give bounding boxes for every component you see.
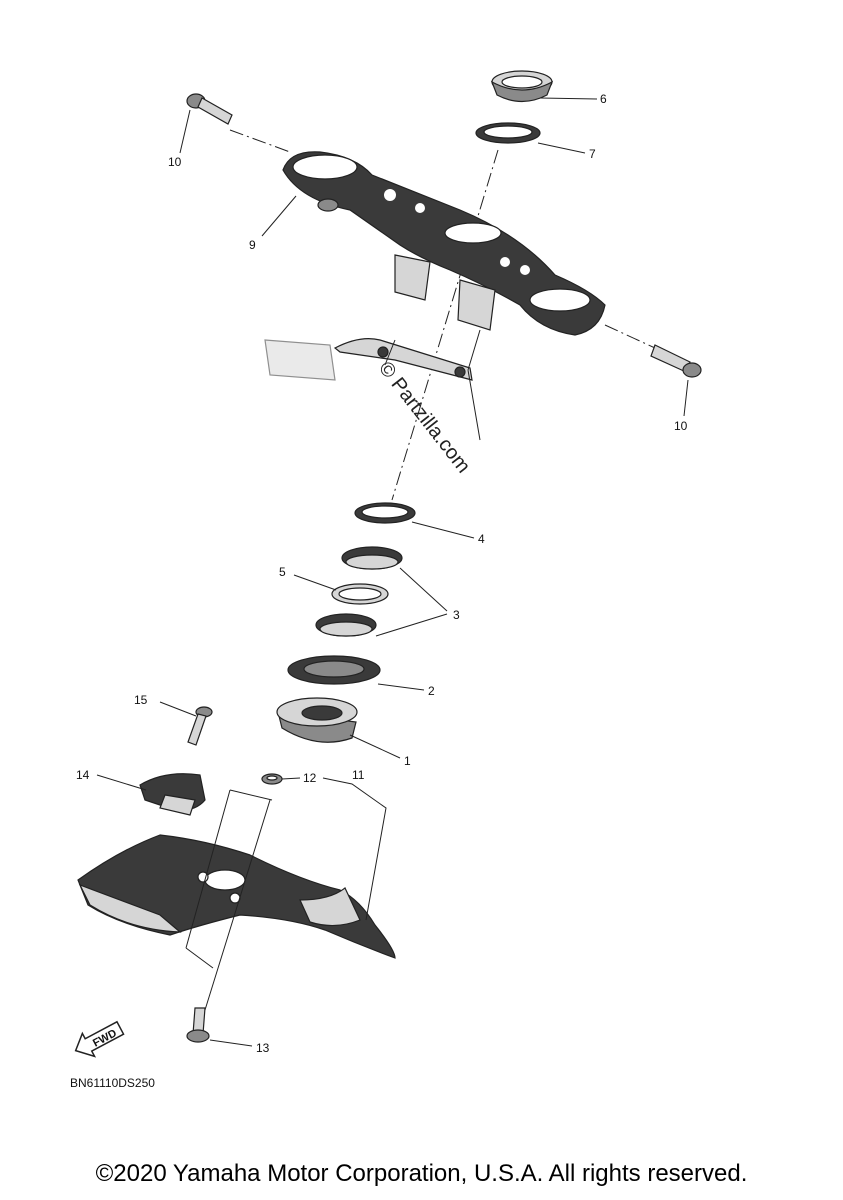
callout-4: 4 — [478, 532, 485, 546]
leader-7 — [537, 142, 586, 154]
washer-part-7[interactable] — [475, 122, 541, 144]
ring-nut-part-6[interactable] — [490, 70, 554, 103]
dust-seal-part-2[interactable] — [287, 655, 381, 685]
upper-bracket-part-9[interactable] — [282, 151, 606, 336]
under-bracket-part-11[interactable] — [77, 834, 396, 959]
copyright-notice: ©2020 Yamaha Motor Corporation, U.S.A. A… — [95, 1160, 748, 1187]
mount-plate[interactable] — [264, 338, 473, 381]
fwd-arrow: FWD — [74, 1020, 125, 1058]
leader-14 — [96, 774, 147, 791]
bearing-cup-part-1[interactable] — [276, 697, 358, 743]
leader-5 — [293, 574, 337, 591]
leader-11 — [322, 777, 387, 921]
holder-part-14[interactable] — [139, 773, 206, 816]
collar-part-12[interactable] — [261, 773, 283, 785]
leader-3b — [375, 613, 448, 637]
callout-13: 13 — [256, 1041, 270, 1055]
callout-9: 9 — [249, 238, 256, 252]
leader-12 — [281, 777, 301, 780]
leader-3a — [399, 567, 448, 612]
bearing-race-part-3-lower[interactable] — [315, 613, 377, 637]
lower-guide-lines — [185, 789, 271, 1011]
leader-1 — [349, 734, 401, 759]
callout-6: 6 — [600, 92, 607, 106]
bolt-axis-line-right — [604, 324, 656, 349]
lower-guide-top — [229, 789, 273, 801]
bearing-race-part-3-upper[interactable] — [341, 546, 403, 570]
callout-10-left: 10 — [168, 155, 182, 169]
bolt-part-10-right[interactable] — [650, 344, 702, 378]
leader-10-left — [179, 109, 191, 154]
leader-13 — [209, 1039, 253, 1047]
fwd-arrow-icon — [74, 1020, 125, 1058]
diagram-code: BN61110DS250 — [70, 1076, 155, 1090]
bolt-part-10-left[interactable] — [186, 93, 233, 125]
bolt-axis-line-left — [229, 129, 291, 153]
leader-6 — [539, 97, 598, 100]
callout-15: 15 — [134, 693, 148, 707]
callout-12: 12 — [303, 771, 317, 785]
callout-5: 5 — [279, 565, 286, 579]
leader-10-right — [683, 379, 689, 417]
steering-axis-line — [391, 149, 499, 501]
leader-4 — [411, 521, 475, 539]
callout-1: 1 — [404, 754, 411, 768]
callout-3: 3 — [453, 608, 460, 622]
bolt-part-13[interactable] — [186, 1007, 210, 1043]
upper-guide-lines — [384, 329, 481, 441]
bolt-part-15[interactable] — [187, 706, 213, 746]
bearing-part-5[interactable] — [331, 583, 389, 605]
callout-11: 11 — [352, 768, 365, 782]
callout-2: 2 — [428, 684, 435, 698]
callout-10-right: 10 — [674, 419, 688, 433]
leader-2 — [377, 683, 425, 691]
leader-9 — [261, 195, 297, 237]
callout-14: 14 — [76, 768, 90, 782]
callout-7: 7 — [589, 147, 596, 161]
leader-15 — [159, 701, 197, 717]
seal-part-4[interactable] — [354, 502, 416, 524]
fwd-label: FWD — [91, 1027, 119, 1049]
